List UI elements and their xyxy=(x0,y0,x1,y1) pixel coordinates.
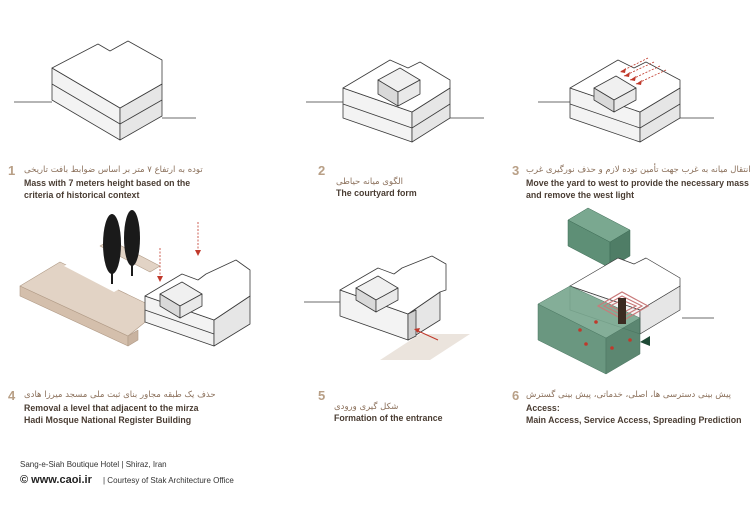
step-6-caption: Access: Main Access, Service Access, Spr… xyxy=(526,403,742,425)
step-5-number: 5 xyxy=(318,388,326,403)
step-4-number: 4 xyxy=(8,388,16,403)
step-1-number: 1 xyxy=(8,163,16,178)
step-3-caption: Move the yard to west to provide the nec… xyxy=(526,178,749,200)
step-4-persian-caption: حذف یک طبقه مجاور بنای ثبت ملی مسجد میرز… xyxy=(24,390,216,400)
diagram-5-entrance xyxy=(304,255,470,360)
step-6-number: 6 xyxy=(512,388,520,403)
site-link[interactable]: © www.caoi.ir xyxy=(20,474,92,486)
diagram-4-level-removal xyxy=(19,210,251,347)
step-6-persian-caption: پیش بینی دسترسی ها، اصلی، خدماتی، پیش بی… xyxy=(526,390,732,400)
step-5-persian-caption: شکل گیری ورودی xyxy=(334,402,399,412)
step-2-caption: The courtyard form xyxy=(336,188,417,198)
credit-text: | Courtesy of Stak Architecture Office xyxy=(103,476,234,485)
step-1-persian-caption: توده به ارتفاع ۷ متر بر اساس ضوابط بافت … xyxy=(24,165,203,175)
step-2-persian-caption: الگوی میانه حیاطی xyxy=(336,177,403,187)
step-3-number: 3 xyxy=(512,163,520,178)
step-1-caption: Mass with 7 meters height based on the c… xyxy=(24,178,191,200)
project-title: Sang-e-Siah Boutique Hotel | Shiraz, Ira… xyxy=(20,460,167,469)
step-2-number: 2 xyxy=(318,163,326,178)
step-3-persian-caption: انتقال میانه به غرب جهت تأمین توده لازم … xyxy=(526,165,751,175)
diagram-6-access xyxy=(537,207,714,375)
diagram-2-courtyard xyxy=(306,59,484,143)
diagram-1-mass xyxy=(14,40,196,141)
diagram-3-move-yard xyxy=(538,57,714,143)
step-4-caption: Removal a level that adjacent to the mir… xyxy=(24,403,199,425)
step-5-caption: Formation of the entrance xyxy=(334,413,443,423)
